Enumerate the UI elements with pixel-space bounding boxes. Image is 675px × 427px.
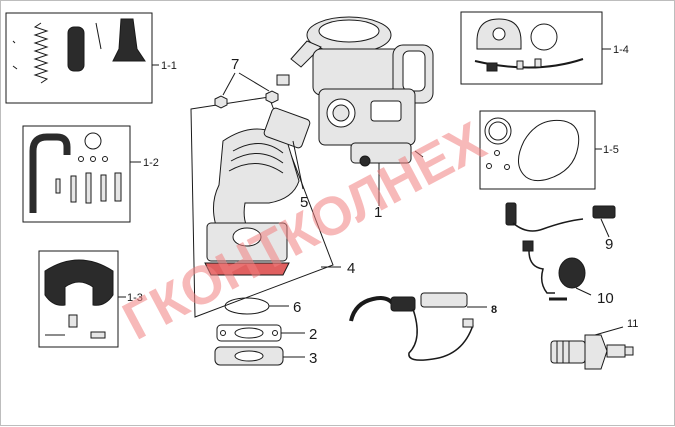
actuator-10-body bbox=[558, 257, 586, 289]
callout-3: 3 bbox=[309, 350, 317, 367]
callout-10: 10 bbox=[597, 290, 614, 307]
gasket-ring-part bbox=[530, 23, 558, 51]
float-part bbox=[44, 259, 114, 306]
needle-valve-part bbox=[68, 314, 78, 328]
callout-1: 1 bbox=[374, 204, 382, 221]
intake-clamp-part bbox=[263, 107, 311, 149]
manifold-bracket-outline bbox=[190, 96, 334, 318]
screw-part bbox=[516, 60, 524, 70]
boot-part bbox=[112, 18, 146, 62]
nut-part-left bbox=[214, 95, 228, 109]
carb-chamber-window bbox=[402, 50, 426, 92]
harness-plug bbox=[390, 296, 416, 312]
kit-1-2-frame bbox=[22, 125, 131, 223]
callout-7: 7 bbox=[231, 56, 239, 73]
sensor-11-hex bbox=[584, 334, 608, 370]
sensor-11-part bbox=[550, 334, 634, 370]
callout-1-2: 1-2 bbox=[143, 157, 159, 169]
callout-1-5: 1-5 bbox=[603, 144, 619, 156]
main-jet-part bbox=[70, 175, 77, 203]
carb-throttle-cam bbox=[370, 100, 402, 122]
screw-part-2 bbox=[534, 58, 542, 68]
vent-hose-part bbox=[29, 133, 71, 213]
watermark-text: ГКОНТКОЛНЕХ bbox=[113, 111, 494, 352]
sensor-11-tip bbox=[606, 344, 626, 358]
clip-part bbox=[12, 40, 16, 44]
jet-needle-part bbox=[95, 22, 102, 50]
kit-1-4-box bbox=[460, 11, 603, 85]
clip-part-2 bbox=[12, 65, 18, 70]
kit-1-4-frame bbox=[460, 11, 603, 85]
ring-small-part-3 bbox=[486, 163, 492, 169]
small-ring-part bbox=[78, 156, 84, 162]
ring-small-part bbox=[494, 150, 500, 156]
callout-5: 5 bbox=[300, 194, 308, 211]
slide-piston-part bbox=[67, 26, 85, 72]
leader-7b bbox=[238, 72, 270, 92]
callout-6: 6 bbox=[293, 299, 301, 316]
gasket-2-part bbox=[216, 324, 282, 342]
pilot-jet-part bbox=[85, 172, 92, 204]
spring-part bbox=[33, 22, 49, 84]
callout-1-1: 1-1 bbox=[161, 60, 177, 72]
o-ring-part bbox=[84, 132, 102, 150]
kit-1-3-box bbox=[38, 250, 119, 348]
harness-heater bbox=[420, 292, 468, 308]
callout-8: 8 bbox=[491, 304, 497, 316]
sensor-9-connector bbox=[592, 205, 616, 219]
manifold-port bbox=[232, 227, 262, 247]
sensor-9-plug bbox=[505, 202, 517, 226]
kit-1-5-frame bbox=[479, 110, 596, 190]
carb-top-cover-inner bbox=[318, 19, 380, 43]
small-ring-part-2 bbox=[90, 156, 96, 162]
callout-1-4: 1-4 bbox=[613, 44, 629, 56]
leader-7a bbox=[222, 72, 236, 96]
carb-drain-screw bbox=[359, 155, 371, 167]
manifold-base-part bbox=[204, 262, 290, 276]
idle-screw-part bbox=[114, 172, 122, 202]
harness-8-part bbox=[349, 292, 474, 361]
carb-screw-left bbox=[276, 74, 290, 86]
carb-bore-inner bbox=[332, 104, 350, 122]
needle-jet-part bbox=[100, 174, 107, 202]
bowl-gasket-part bbox=[518, 119, 580, 182]
carburetor-assembly bbox=[276, 16, 434, 167]
carb-linkage bbox=[290, 40, 322, 68]
kit-1-3-frame bbox=[38, 250, 119, 348]
leader-9 bbox=[600, 218, 610, 238]
cap-boss-part bbox=[492, 27, 506, 41]
callout-2: 2 bbox=[309, 326, 317, 343]
intake-manifold-group bbox=[190, 96, 334, 318]
callout-11: 11 bbox=[627, 318, 638, 330]
o-ring-large-part bbox=[484, 117, 512, 145]
sensor-9-part bbox=[505, 202, 616, 232]
carb-body-upper bbox=[312, 48, 404, 96]
kit-1-1-box bbox=[5, 12, 153, 104]
o-ring-inner-part bbox=[488, 121, 508, 141]
callout-4: 4 bbox=[347, 260, 355, 277]
kit-1-2-box bbox=[22, 125, 131, 223]
float-screw-part bbox=[90, 331, 106, 339]
kit-1-1-frame bbox=[5, 12, 153, 104]
leader-10 bbox=[575, 287, 592, 296]
small-ring-part-3 bbox=[102, 156, 108, 162]
kit-1-5-box bbox=[479, 110, 596, 190]
jet-part-small bbox=[55, 178, 61, 194]
callout-1-3: 1-3 bbox=[127, 292, 143, 304]
callout-9: 9 bbox=[605, 236, 613, 253]
nut-part-right bbox=[265, 90, 279, 104]
hose-clip-part bbox=[486, 62, 498, 72]
ring-small-part-2 bbox=[504, 164, 510, 170]
sensor-11-thread bbox=[550, 340, 586, 364]
leader-11 bbox=[594, 326, 624, 336]
leader-5 bbox=[292, 140, 304, 190]
actuator-10-part bbox=[522, 240, 586, 301]
